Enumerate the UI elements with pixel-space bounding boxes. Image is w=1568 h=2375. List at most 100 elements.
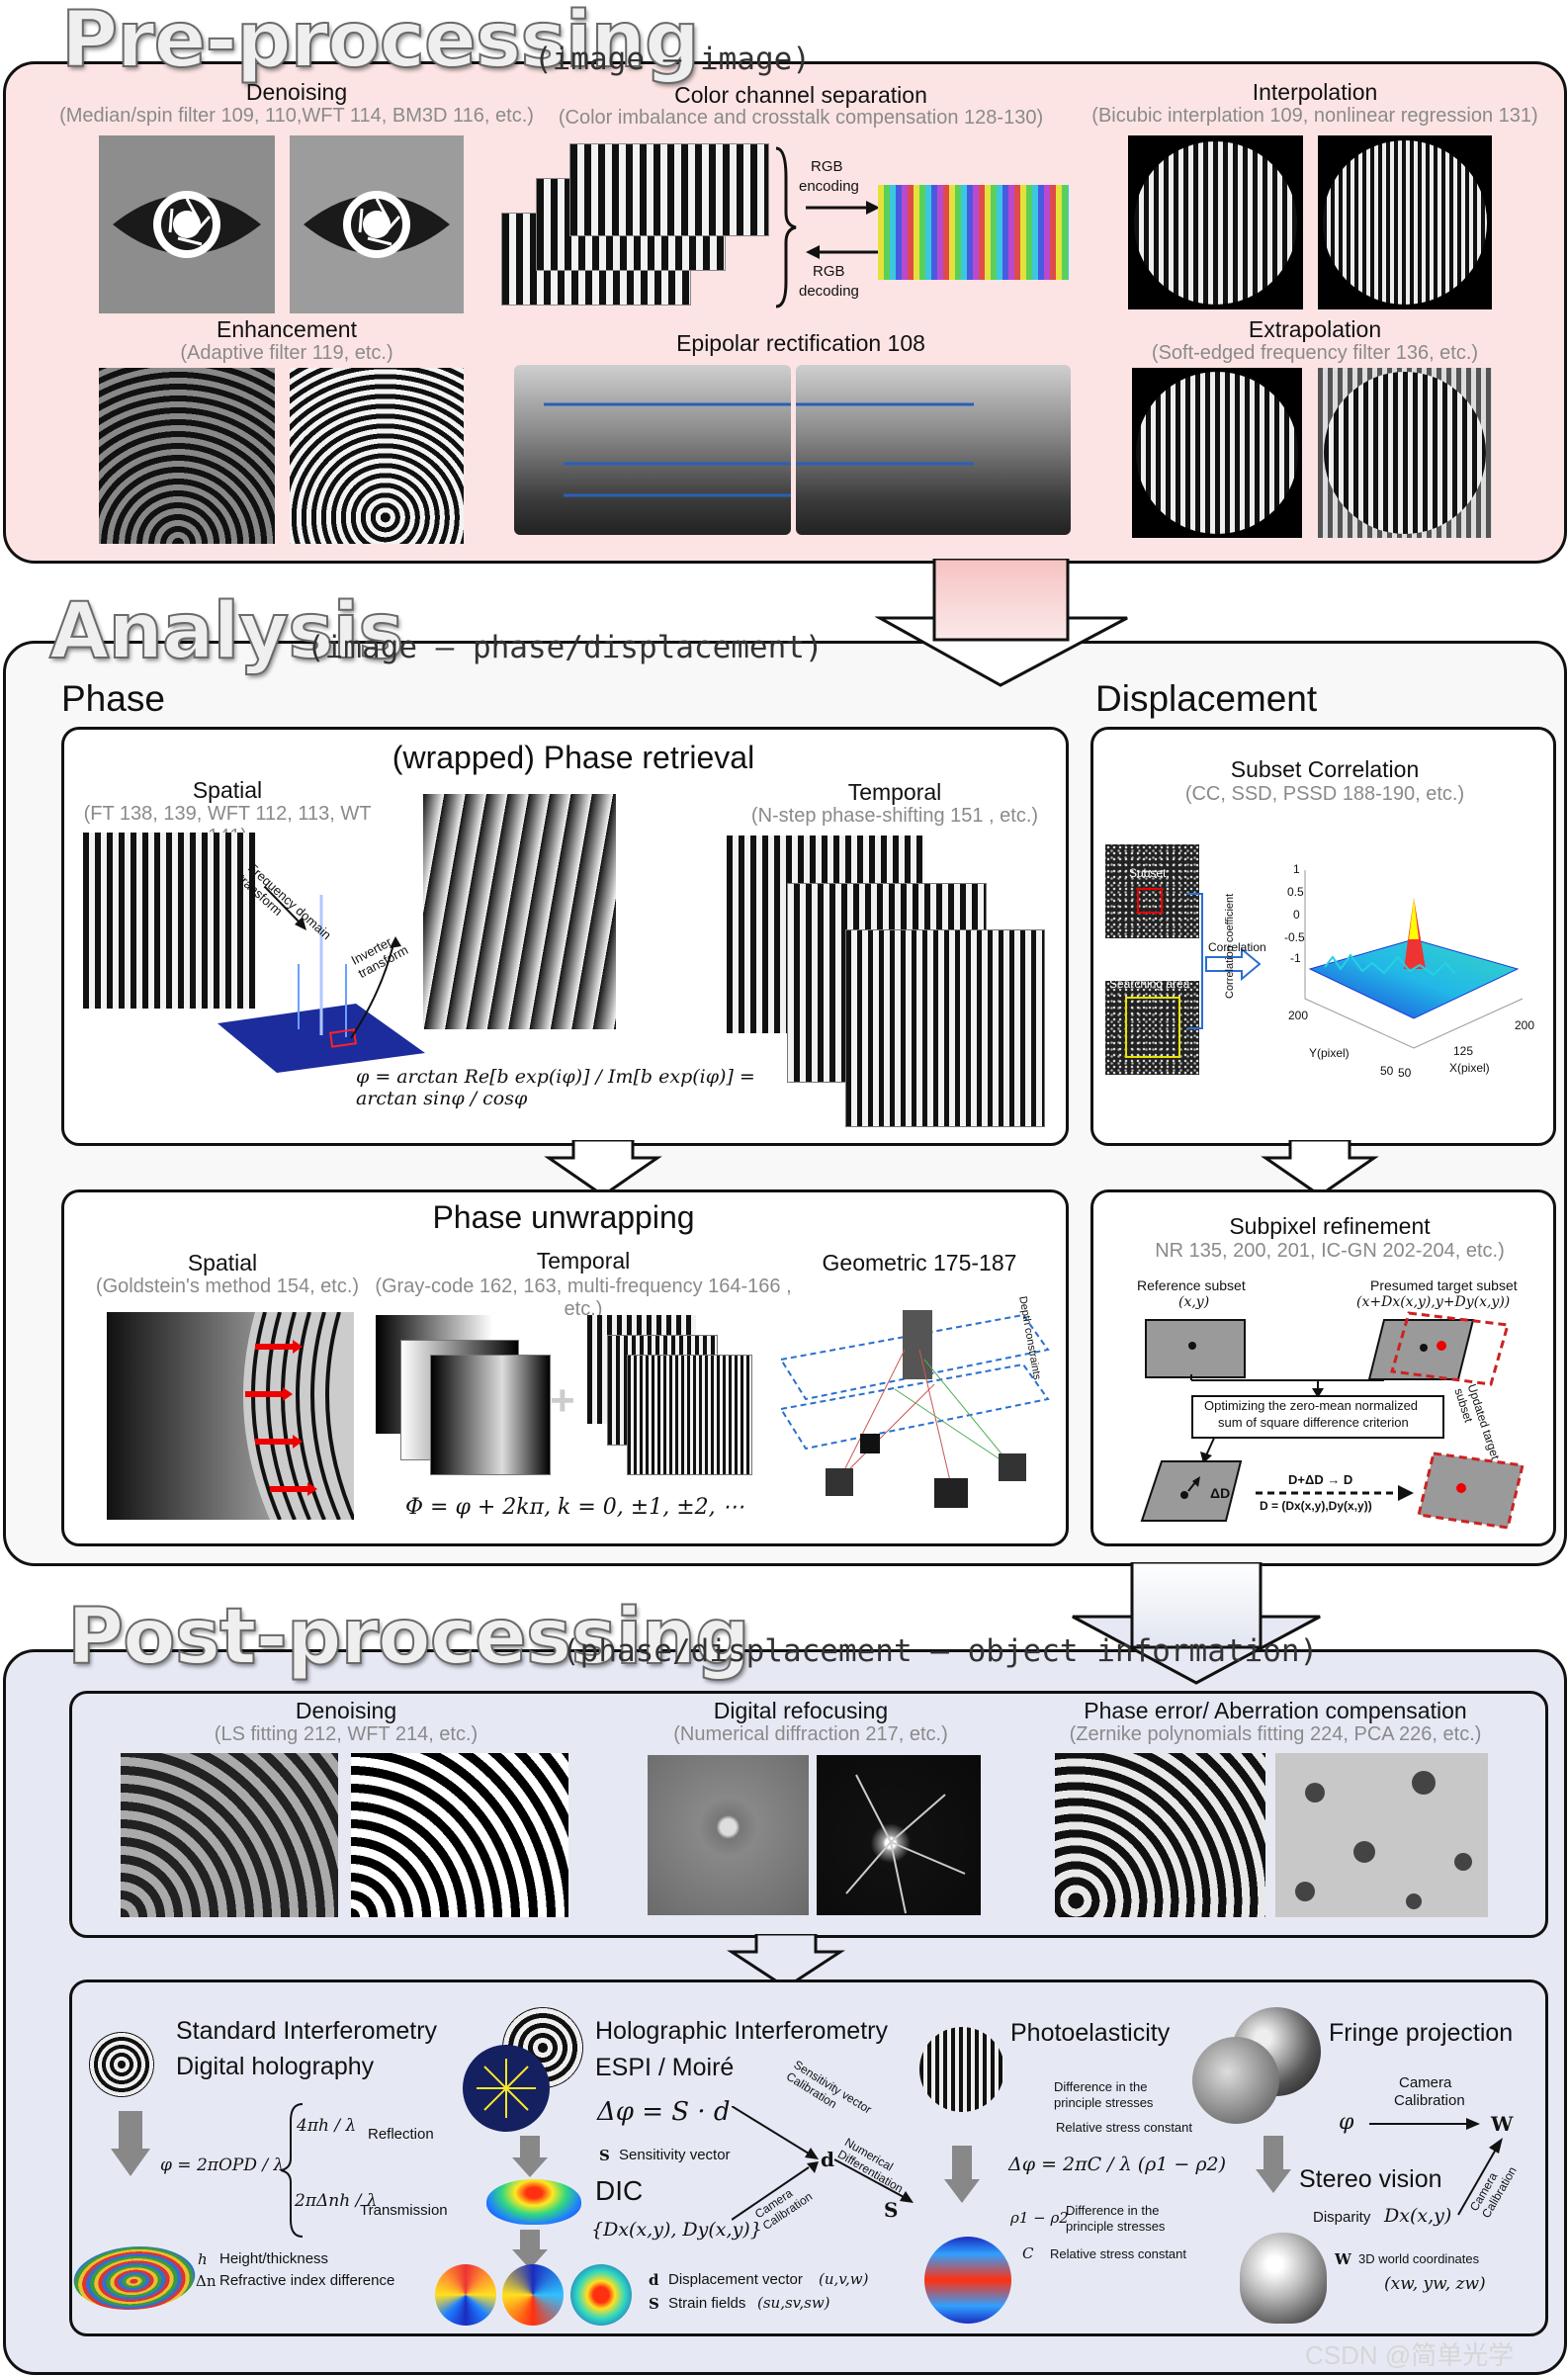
down-gray-arrow (512, 2230, 548, 2269)
speckle-search-image (1105, 981, 1199, 1075)
holo-title-1: Holographic Interferometry (595, 2017, 888, 2045)
tick-0: 0 (1293, 908, 1300, 922)
reference-subset-label: Reference subset (1137, 1277, 1246, 1293)
photo-diff-1: Difference in the (1054, 2079, 1148, 2094)
color-sep-title: Color channel separation (674, 82, 927, 108)
displacement-dome (486, 2179, 581, 2225)
dic-title: DIC (595, 2175, 644, 2206)
correlation-arrow (1187, 893, 1262, 1029)
enhancement-title: Enhancement (217, 316, 357, 342)
rho-label: ρ1 − ρ2 (1010, 2209, 1069, 2227)
unwrap-path-arrows (245, 1340, 317, 1496)
noisy-eye-image (99, 135, 275, 313)
unwrap-spatial-label: Spatial (187, 1250, 258, 1275)
disparity-label: Disparity (1313, 2209, 1371, 2226)
displacement-vector-desc: Displacement vector (668, 2271, 803, 2288)
strain-fields-desc: Strain fields (668, 2295, 746, 2312)
fringe-projection-object (1192, 2037, 1279, 2124)
unwrap-geometric-label: Geometric 175-187 (822, 1250, 1017, 1275)
preprocessing-title: Pre-processing (60, 0, 701, 85)
update-equation: D+ΔD → D (1288, 1472, 1353, 1487)
delta-d-label: ΔD (1210, 1485, 1231, 1501)
sensitivity-description: Sensitivity vector (619, 2147, 731, 2163)
retrieval-temporal-label: Temporal (847, 779, 942, 805)
down-gray-arrow (1256, 2136, 1291, 2193)
transmission-label: Transmission (360, 2202, 448, 2219)
correlation-surface-plot (1304, 870, 1524, 1049)
tick-neg-1: -1 (1290, 951, 1301, 965)
unwrap-formula: Φ = φ + 2kπ, k = 0, ±1, ±2, ⋯ (405, 1495, 744, 1520)
standard-title-2: Digital holography (176, 2053, 375, 2080)
retrieval-spatial-fringe (83, 833, 256, 1009)
updated-subset-diagram (1140, 1451, 1524, 1530)
rgb-encoded-fringe (878, 185, 1069, 280)
temporal-fringe-3 (845, 929, 1045, 1127)
vector-field-icon (463, 2045, 550, 2132)
interpolation-title: Interpolation (1252, 79, 1378, 105)
tick-y200: 200 (1288, 1009, 1309, 1022)
uvw-label: (u,v,w) (819, 2270, 869, 2288)
gray-code-3 (430, 1355, 551, 1475)
photo-diff-2: principle stresses (1054, 2095, 1154, 2110)
disparity-equation: Dx(x,y) (1384, 2205, 1452, 2227)
epipolar-left-photo (514, 365, 791, 535)
w-symbol: W (1335, 2250, 1351, 2268)
flow-arrow-subset-to-subpixel (1261, 1140, 1379, 1197)
reference-subset-box (1145, 1319, 1246, 1378)
subset-corr-title: Subset Correlation (1230, 756, 1420, 782)
epipolar-right-photo (796, 365, 1071, 535)
enhancement-after (290, 368, 464, 544)
down-gray-arrow (944, 2146, 980, 2203)
fringe-calib-arrow (1369, 2118, 1480, 2130)
tick-x50: 50 (1398, 1066, 1412, 1080)
retrieval-temporal-refs: (N-step phase-shifting 151 , etc.) (750, 805, 1039, 827)
geometric-projection-diagram (779, 1310, 1050, 1508)
multi-freq-3 (627, 1355, 752, 1475)
fringe-cam-2: Calibration (1394, 2092, 1465, 2109)
holo-title-2: ESPI / Moiré (595, 2054, 735, 2081)
holo-equation: Δφ = S · d (597, 2097, 731, 2127)
aberration-after (1275, 1753, 1488, 1917)
tick-x200: 200 (1515, 1018, 1535, 1032)
photo-equation: Δφ = 2πC / λ (ρ1 − ρ2) (1008, 2154, 1227, 2175)
fringe-cam-1: Camera (1399, 2074, 1452, 2091)
wrapped-phase-map (423, 794, 616, 1029)
stereo-calib-arrow (1457, 2138, 1503, 2216)
stress-distribution-map (924, 2237, 1011, 2324)
correlation-label: Correlation (1208, 940, 1266, 954)
extrap-fringe-right (1318, 368, 1492, 538)
tick-neg-0.5: -0.5 (1284, 930, 1305, 944)
photoelastic-fringe-icon (919, 2027, 1004, 2112)
s-output-symbol: S (884, 2198, 899, 2222)
phase-retrieval-title: (wrapped) Phase retrieval (392, 740, 755, 775)
unwrap-spatial-refs: (Goldstein's method 154, etc.) (95, 1275, 360, 1297)
phase-retrieval-formula: φ = arctan Re[b exp(iφ)] / Im[b exp(iφ)]… (356, 1066, 755, 1109)
d-center-symbol: d (821, 2148, 834, 2171)
h-description: Height/thickness (219, 2250, 329, 2267)
postprocessing-title: Post-processing (66, 1593, 751, 1682)
aberration-refs: (Zernike polynomials fitting 224, PCA 22… (1069, 1723, 1482, 1745)
subset-corr-refs: (CC, SSD, PSSD 188-190, etc.) (1184, 783, 1465, 805)
color-sep-refs: (Color imbalance and crosstalk compensat… (558, 107, 1044, 129)
strain-field-3 (570, 2264, 632, 2326)
post-denoising-title: Denoising (295, 1698, 397, 1723)
pre-denoising-refs: (Median/spin filter 109, 110,WFT 114, BM… (59, 105, 534, 127)
photo-diff2-1: Difference in the (1066, 2203, 1160, 2218)
x-pixel-axis-label: X(pixel) (1449, 1061, 1490, 1075)
epipolar-title: Epipolar rectification 108 (676, 330, 925, 356)
standard-title-1: Standard Interferometry (176, 2017, 438, 2045)
strain-field-2 (502, 2264, 564, 2326)
strain-field-1 (435, 2264, 496, 2326)
stereo-title: Stereo vision (1299, 2165, 1442, 2193)
interferogram-icon (89, 2032, 154, 2097)
corr-coefficient-axis-label: Correlation coefficient (1224, 893, 1236, 999)
down-gray-arrow (512, 2136, 548, 2177)
fringe-phi: φ (1339, 2110, 1354, 2135)
flow-arrow-analysis-to-post-overlay (1072, 1615, 1321, 1685)
optimization-flow-arrows (1190, 1374, 1384, 1463)
eye-icon (113, 191, 261, 258)
rgb-encoding-label-2: encoding (799, 178, 859, 195)
reference-xy-label: (x,y) (1178, 1294, 1210, 1310)
presumed-target-label: Presumed target subset (1370, 1277, 1518, 1293)
unwrap-temporal-label: Temporal (536, 1248, 631, 1274)
